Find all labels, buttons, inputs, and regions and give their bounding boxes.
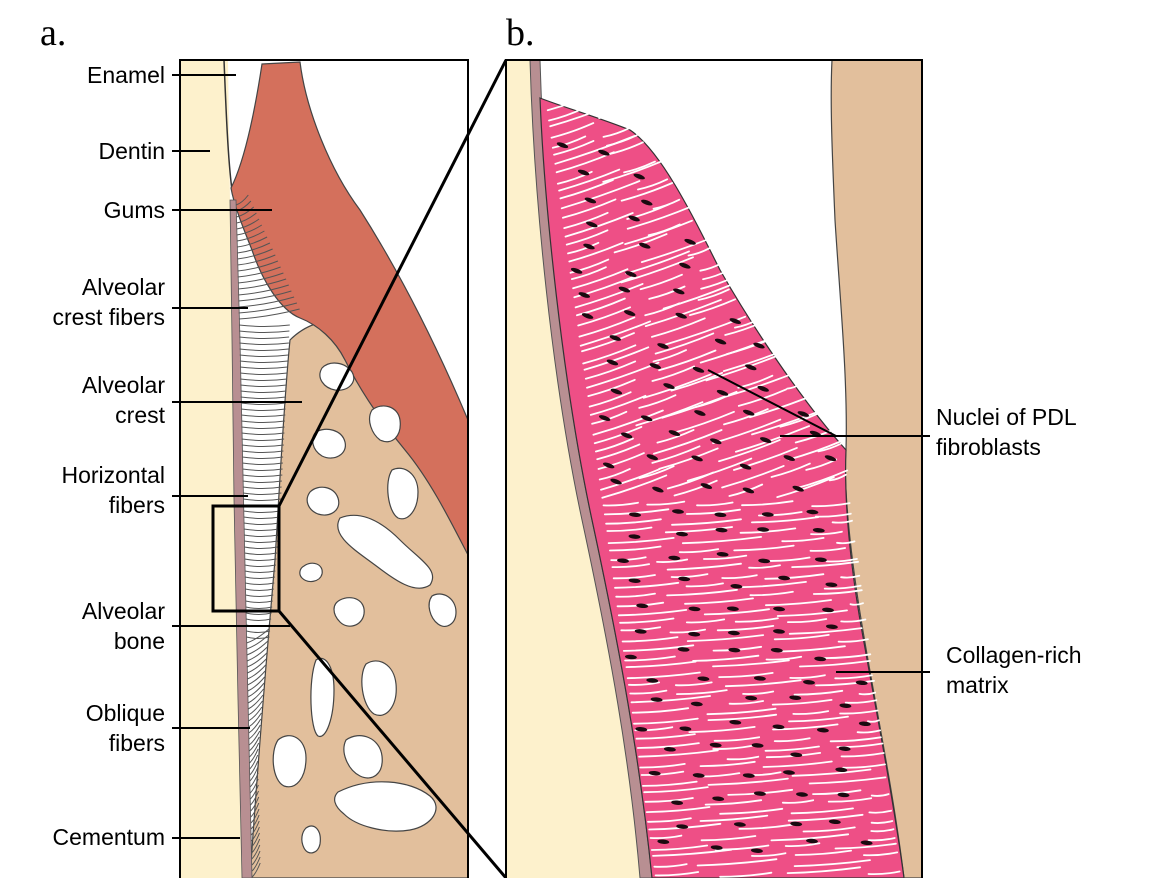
label-nuclei-pdl-fibroblasts: Nuclei of PDL fibroblasts xyxy=(936,402,1077,462)
label-enamel: Enamel xyxy=(87,60,165,90)
label-oblique-fibers: Oblique fibers xyxy=(86,698,165,758)
label-horizontal-fibers: Horizontal fibers xyxy=(61,460,165,520)
label-horizontal-fibers-line2: fibers xyxy=(61,490,165,520)
label-alveolar-crest-fibers-line1: Alveolar xyxy=(53,272,165,302)
label-cementum: Cementum xyxy=(53,822,165,852)
panel-label-a: a. xyxy=(40,14,66,52)
label-alveolar-bone: Alveolar bone xyxy=(82,596,165,656)
label-nuclei-line1: Nuclei of PDL xyxy=(936,402,1077,432)
label-alveolar-crest-line2: crest xyxy=(82,400,165,430)
label-gums: Gums xyxy=(104,195,165,225)
label-collagen-line2: matrix xyxy=(946,670,1082,700)
label-dentin: Dentin xyxy=(99,136,165,166)
label-alveolar-crest: Alveolar crest xyxy=(82,370,165,430)
label-horizontal-fibers-line1: Horizontal xyxy=(61,460,165,490)
panel-a-illustration xyxy=(180,60,468,878)
label-nuclei-line2: fibroblasts xyxy=(936,432,1077,462)
label-alveolar-crest-fibers: Alveolar crest fibers xyxy=(53,272,165,332)
label-alveolar-bone-line2: bone xyxy=(82,626,165,656)
panel-b-illustration xyxy=(506,60,922,878)
panel-label-b: b. xyxy=(506,14,535,52)
label-collagen-line1: Collagen-rich xyxy=(946,640,1082,670)
label-oblique-fibers-line1: Oblique xyxy=(86,698,165,728)
label-collagen-rich-matrix: Collagen-rich matrix xyxy=(946,640,1082,700)
label-alveolar-crest-line1: Alveolar xyxy=(82,370,165,400)
label-oblique-fibers-line2: fibers xyxy=(86,728,165,758)
label-alveolar-crest-fibers-line2: crest fibers xyxy=(53,302,165,332)
label-alveolar-bone-line1: Alveolar xyxy=(82,596,165,626)
